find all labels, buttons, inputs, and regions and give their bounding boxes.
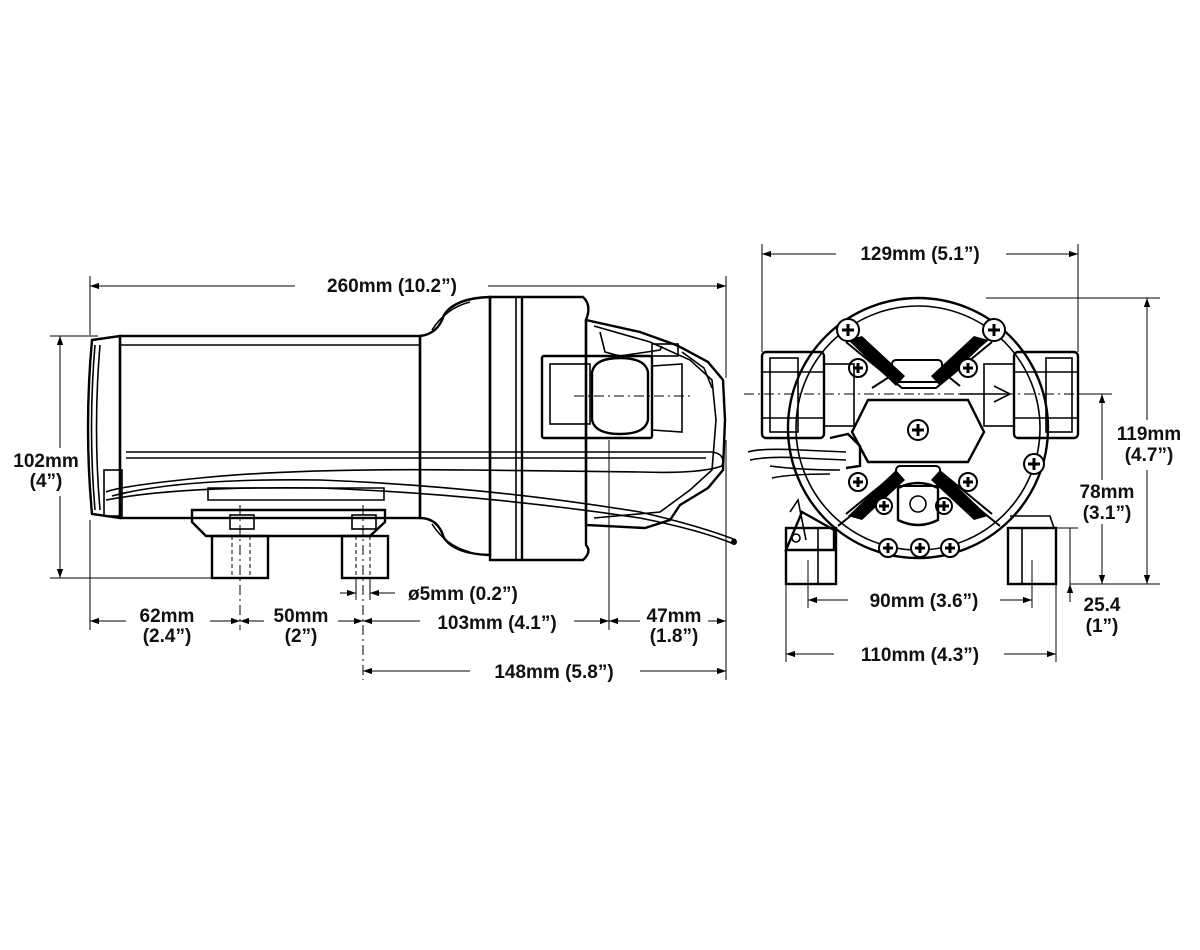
dim-62-mm: 62mm	[140, 606, 195, 627]
dim-62-in: (2.4”)	[143, 626, 192, 647]
end-foot-left	[784, 526, 838, 586]
dim-50-mm: 50mm	[274, 606, 329, 627]
dim-overall-length: 260mm (10.2”)	[327, 276, 457, 297]
wire-lead	[111, 479, 737, 541]
dim-90: 90mm (3.6”)	[870, 591, 979, 612]
dim-height-in: (4”)	[30, 471, 63, 492]
side-port	[590, 356, 650, 436]
pump-housing	[488, 295, 590, 562]
center-plug	[896, 481, 940, 527]
side-port-block	[540, 354, 654, 440]
dim-height-78-in: (3.1”)	[1083, 503, 1132, 524]
dim-103: 103mm (4.1”)	[437, 613, 556, 634]
dim-25-in: (1”)	[1086, 616, 1119, 637]
mount-bracket	[207, 487, 385, 501]
dim-47-in: (1.8”)	[650, 626, 699, 647]
dim-height-78-mm: 78mm	[1080, 482, 1135, 503]
dim-hole-diameter: ø5mm (0.2”)	[408, 584, 518, 605]
end-wire-upper	[747, 448, 847, 453]
end-view: 129mm (5.1”) 119mm (4.7”) 78mm (3.1”) 25…	[744, 244, 1181, 666]
dim-50-in: (2”)	[285, 626, 318, 647]
side-view: 260mm (10.2”) 102mm (4”) 62mm (2.4”) 50m…	[13, 276, 737, 683]
foot-left	[210, 534, 270, 580]
dim-height-119-mm: 119mm	[1117, 424, 1181, 445]
dim-25-mm: 25.4	[1084, 595, 1121, 616]
dim-148: 148mm (5.8”)	[494, 662, 613, 683]
motor-end-cap	[86, 334, 122, 520]
motor-flange	[418, 295, 492, 557]
dim-height-mm: 102mm	[13, 451, 79, 472]
wire-loop	[105, 451, 724, 493]
dim-110: 110mm (4.3”)	[861, 645, 979, 666]
dim-height-119-in: (4.7”)	[1125, 445, 1174, 466]
pump-head-circle	[786, 296, 1050, 560]
pump-head	[584, 318, 727, 530]
dim-47-mm: 47mm	[647, 606, 702, 627]
foot-right	[340, 534, 390, 580]
dim-width-129: 129mm (5.1”)	[860, 244, 979, 265]
mount-base	[190, 508, 387, 538]
